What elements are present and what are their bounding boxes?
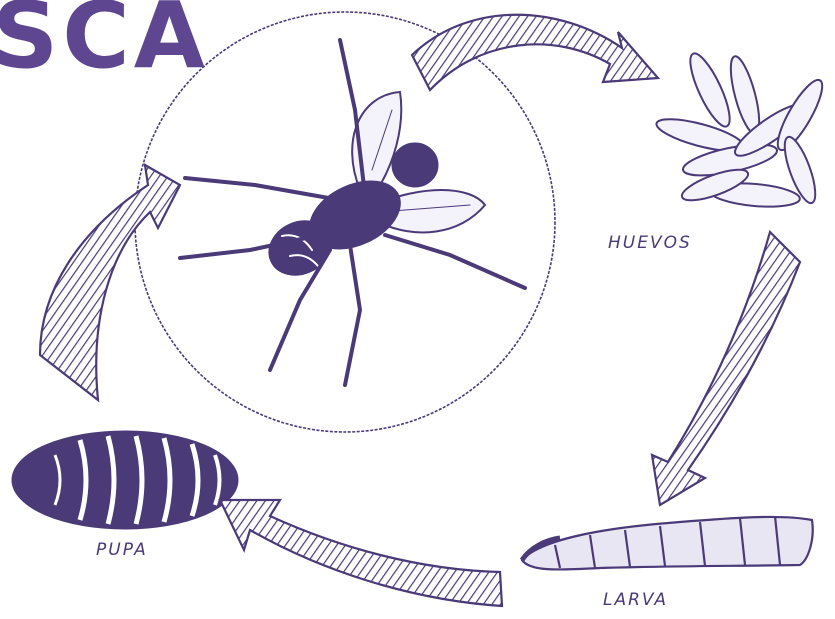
arrow-larva-to-pupa xyxy=(220,500,502,606)
stage-label-eggs: HUEVOS xyxy=(608,233,692,253)
eggs-icon xyxy=(654,49,830,210)
arrow-pupa-to-fly xyxy=(40,165,180,400)
stage-label-larva: LARVA xyxy=(603,590,668,610)
pupa-icon xyxy=(13,432,237,528)
fly-icon xyxy=(180,40,525,385)
larva-icon xyxy=(522,516,813,570)
arrow-fly-to-eggs xyxy=(412,15,658,90)
stage-label-pupa: PUPA xyxy=(96,540,148,560)
arrow-eggs-to-larva xyxy=(652,232,800,505)
